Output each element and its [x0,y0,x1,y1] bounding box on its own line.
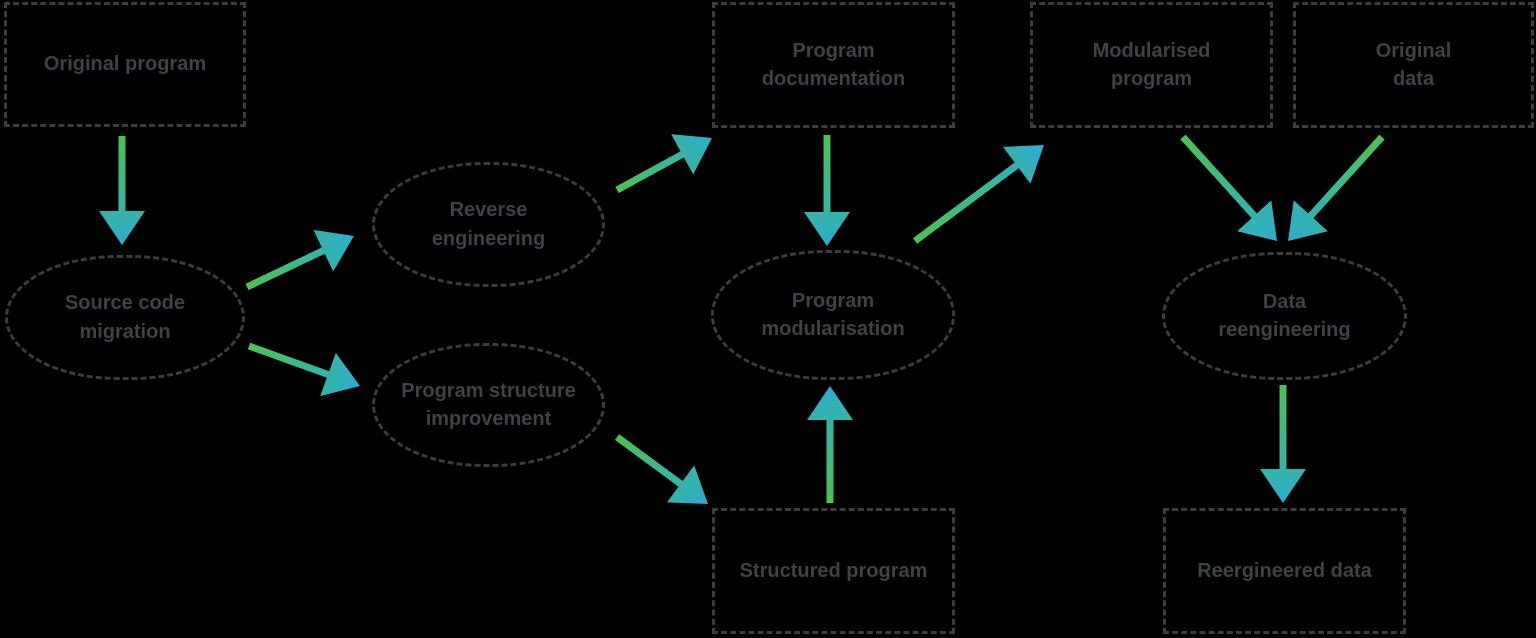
arrow-head-data-reengineering--reergineered-data [1260,469,1306,503]
node-program-structure-improvement: Program structure improvement [372,343,605,467]
arrow-shaft-source-code-migration--program-structure-improvement [247,342,333,379]
node-program-modularisation: Program modularisation [711,250,955,380]
node-label: Structured program [739,559,928,582]
arrow-head-program-modularisation--modularised-program [1002,145,1044,184]
arrow-head-program-structure-improvement--structured-program [666,465,708,504]
node-original-data: Original data [1293,2,1534,128]
arrow-head-original-data--data-reengineering [1288,200,1328,241]
node-label: Data [1262,290,1307,313]
node-program-documentation: Program documentation [712,2,955,128]
node-label: Program [792,39,875,62]
node-label: data [1392,68,1435,90]
node-label: program [1110,68,1193,90]
arrow-head-source-code-migration--program-structure-improvement [320,352,360,397]
node-source-code-migration: Source code migration [5,255,245,380]
arrow-head-modularised-program--data-reengineering [1237,200,1277,241]
node-modularised-program: Modularised program [1030,2,1273,128]
node-reergineered-data: Reergineered data [1163,508,1406,634]
node-label: reengineering [1218,319,1351,341]
arrow-head-structured-program--program-modularisation [807,386,853,420]
arrow-shaft-program-modularisation--modularised-program [912,160,1022,244]
node-reverse-engineering: Reverse engineering [372,162,605,287]
node-data-reengineering: Data reengineering [1162,252,1407,380]
arrow-shaft-modularised-program--data-reengineering [1180,134,1259,221]
arrow-shaft-source-code-migration--reverse-engineering [245,246,328,291]
arrow-shaft-original-data--data-reengineering [1306,134,1385,221]
arrow-shaft-program-structure-improvement--structured-program [614,434,686,489]
node-structured-program: Structured program [712,508,955,634]
node-label: Program [791,289,875,312]
node-label: improvement [425,408,552,430]
node-label: Program structure [401,379,576,402]
node-label: modularisation [761,318,905,340]
node-label: Modularised [1092,39,1211,62]
node-label: Reverse [449,199,528,222]
node-label: Original [1375,39,1452,62]
node-label: Original program [43,53,207,76]
node-label: engineering [431,227,546,250]
arrow-head-source-code-migration--reverse-engineering [313,229,354,272]
node-label: Source code [64,292,186,315]
node-original-program: Original program [4,2,246,127]
arrow-shaft-reverse-engineering--program-documentation [615,149,687,194]
node-label: documentation [761,68,906,90]
node-label: Reergineered data [1197,559,1372,582]
node-label: migration [79,320,171,343]
arrow-head-original-program--source-code-migration [99,211,145,245]
arrow-head-program-documentation--program-modularisation [804,212,850,246]
arrow-head-reverse-engineering--program-documentation [671,134,712,175]
